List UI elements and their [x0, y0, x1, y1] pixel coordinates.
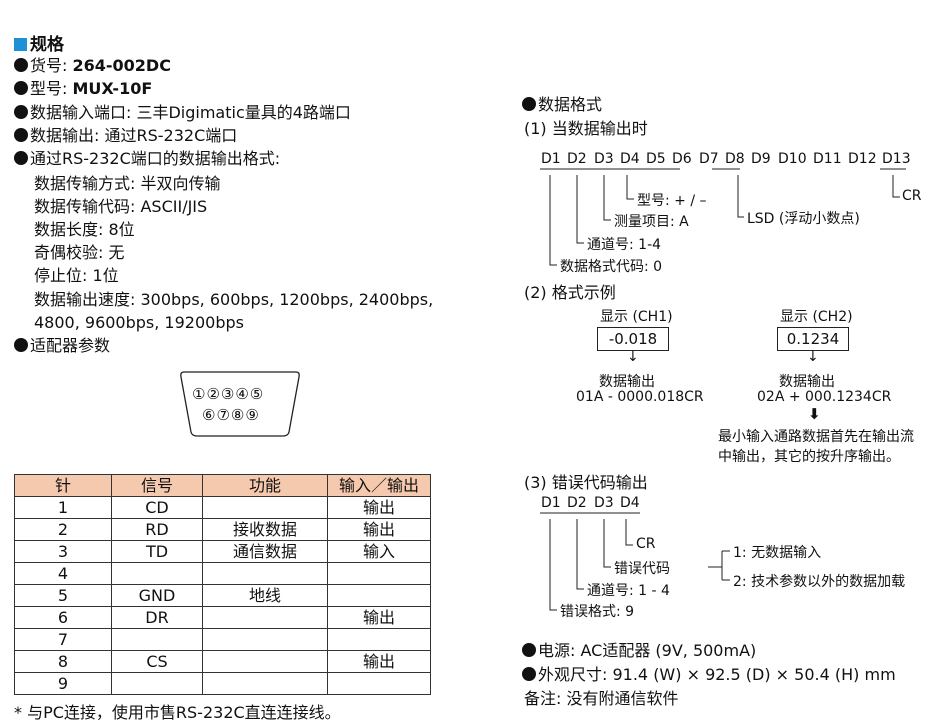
table-footnote: * 与PC连接，使用市售RS-232C直连连接线。 [14, 703, 341, 722]
format-title: 通过RS-232C端口的数据输出格式: [14, 148, 280, 170]
field-label: D4 [620, 495, 640, 511]
field-label: D2 [567, 495, 587, 511]
adapter-title: 适配器参数 [14, 335, 110, 357]
bold-down-arrow-icon: ⬇ [808, 405, 821, 423]
connector-pins-row2: ⑥⑦⑧⑨ [202, 406, 260, 424]
note-code: 数据格式代码: 0 [560, 259, 663, 275]
note-model: 型号: + / – [637, 193, 707, 209]
cell-function: 地线 [202, 584, 328, 607]
connector-outline-icon [180, 371, 300, 437]
field-label: D1 [541, 495, 561, 511]
field-label: D3 [594, 495, 614, 511]
bullet-icon [14, 105, 28, 119]
model-number: 型号: MUX-10F [14, 78, 152, 100]
ch1-label: 显示 (CH1) [600, 309, 673, 325]
order-note-line1: 最小输入通路数据首先在输出流 [718, 429, 914, 445]
cell-signal: CS [111, 650, 203, 673]
field-label: D11 [813, 151, 842, 167]
field-label: D12 [848, 151, 877, 167]
cell-io: 输出 [327, 496, 431, 519]
ch1-display: -0.018 [597, 327, 669, 351]
db9-connector: ①②③④⑤ ⑥⑦⑧⑨ [178, 368, 302, 444]
bullet-icon [522, 97, 536, 111]
err-note-cr: CR [636, 536, 656, 552]
field-label: D8 [725, 151, 745, 167]
field-label: D9 [751, 151, 771, 167]
data-output: 数据输出: 通过RS-232C端口 [14, 125, 237, 147]
field-label: D6 [672, 151, 692, 167]
format-line: 数据输出速度: 300bps, 600bps, 1200bps, 2400bps… [34, 290, 434, 309]
down-arrow-icon: ↓ [627, 349, 639, 365]
field-label: D13 [882, 151, 911, 167]
square-bullet-icon [14, 38, 27, 51]
cell-io: 输出 [327, 518, 431, 541]
format-line: 数据长度: 8位 [34, 220, 135, 239]
note-cr: CR [902, 188, 922, 204]
table-row: 9 [14, 672, 431, 695]
field-label: D10 [778, 151, 807, 167]
note-item: 测量项目: A [614, 214, 689, 230]
header-function: 功能 [202, 474, 328, 497]
data-format-title: 数据格式 [522, 94, 602, 116]
format-line: 停止位: 1位 [34, 266, 119, 285]
err-note-code: 错误代码 [614, 561, 670, 577]
note-channel: 通道号: 1-4 [587, 237, 662, 253]
header-signal: 信号 [111, 474, 203, 497]
format-line: 数据传输方式: 半双向传输 [34, 174, 221, 193]
input-port: 数据输入端口: 三丰Digimatic量具的4路端口 [14, 102, 351, 124]
field-label: D5 [646, 151, 666, 167]
ch2-output: 02A + 000.1234CR [757, 389, 892, 405]
ch2-output-label: 数据输出 [779, 374, 835, 390]
bullet-icon [522, 667, 536, 681]
field-label: D3 [594, 151, 614, 167]
field-label: D7 [699, 151, 719, 167]
size-spec: 外观尺寸: 91.4 (W) × 92.5 (D) × 50.4 (H) mm [522, 664, 896, 686]
err-note-channel: 通道号: 1 - 4 [587, 583, 670, 599]
connector-pins-row1: ①②③④⑤ [192, 385, 265, 403]
bullet-icon [14, 81, 28, 95]
bullet-icon [14, 58, 28, 72]
err-code-2: 2: 技术参数以外的数据加载 [733, 574, 906, 590]
power-spec: 电源: AC适配器 (9V, 500mA) [522, 640, 756, 662]
cell-signal: TD [111, 540, 203, 563]
spec-heading: 规格 [14, 30, 64, 55]
item-number: 货号: 264-002DC [14, 55, 171, 77]
field-label: D1 [541, 151, 561, 167]
ch1-output-label: 数据输出 [599, 374, 655, 390]
bullet-icon [522, 643, 536, 657]
err-note-format: 错误格式: 9 [560, 604, 635, 620]
order-note-line2: 中输出，其它的按升序输出。 [718, 449, 900, 465]
err-code-1: 1: 无数据输入 [733, 545, 822, 561]
ch1-output: 01A - 0000.018CR [576, 389, 704, 405]
field-label: D2 [567, 151, 587, 167]
format-line: 4800, 9600bps, 19200bps [34, 313, 244, 332]
section1-title: (1) 当数据输出时 [524, 119, 648, 138]
section3-title: (3) 错误代码输出 [524, 473, 648, 492]
cell-io [327, 672, 431, 695]
down-arrow-icon: ↓ [807, 349, 819, 365]
format-line: 数据传输代码: ASCII/JIS [34, 197, 208, 216]
bullet-icon [14, 151, 28, 165]
bullet-icon [14, 128, 28, 142]
remark: 备注: 没有附通信软件 [524, 689, 679, 708]
cell-function: 接收数据 [202, 518, 328, 541]
ch2-label: 显示 (CH2) [780, 309, 853, 325]
bullet-icon [14, 338, 28, 352]
note-lsd: LSD (浮动小数点) [747, 211, 860, 227]
field-label: D4 [620, 151, 640, 167]
cell-function: 通信数据 [202, 540, 328, 563]
section2-title: (2) 格式示例 [524, 283, 616, 302]
format-line: 奇偶校验: 无 [34, 243, 125, 262]
table-header-row: 针 信号 功能 输入／输出 [14, 474, 431, 497]
ch2-display: 0.1234 [777, 327, 849, 351]
